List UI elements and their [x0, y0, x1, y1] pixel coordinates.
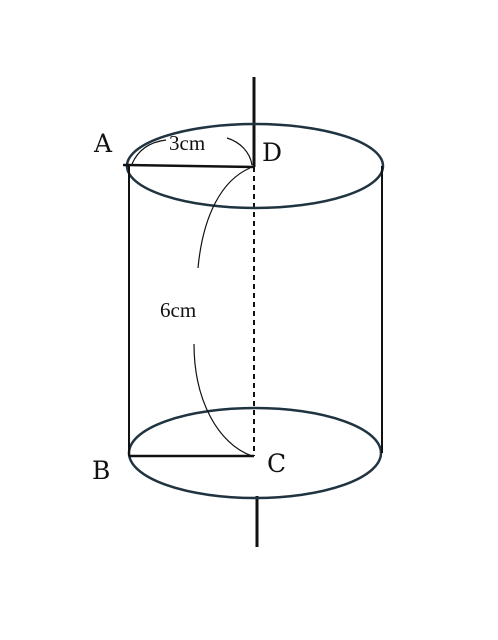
segment-AD [122, 163, 255, 169]
radius-dimension-arc-left [131, 139, 167, 165]
height-label: 6cm [160, 298, 196, 322]
height-dimension-arc-top [197, 167, 251, 269]
point-label-B: B [92, 456, 110, 485]
height-dimension-arc-bottom [193, 343, 253, 457]
radius-label: 3cm [169, 131, 205, 155]
point-label-C: C [267, 449, 286, 478]
radius-dimension-arc-right [226, 137, 253, 166]
point-label-D: D [262, 138, 282, 167]
point-label-A: A [93, 129, 113, 158]
